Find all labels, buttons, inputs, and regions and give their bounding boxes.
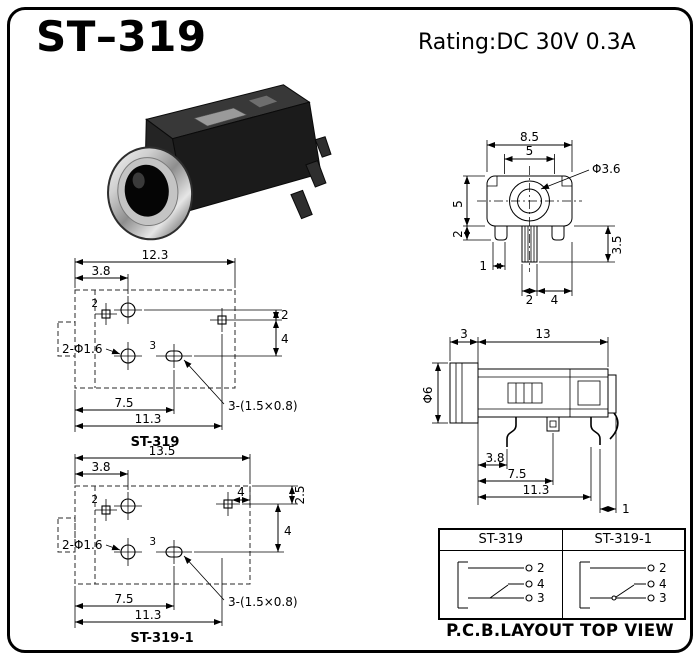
dim-bottom-right: 4 bbox=[551, 293, 559, 307]
dim-body-length: 13 bbox=[535, 327, 550, 341]
dim-right-top: 2 bbox=[281, 308, 289, 322]
jack-symbol bbox=[579, 561, 591, 609]
pin bbox=[314, 136, 332, 158]
dim-pin-offset-3: 11.3 bbox=[523, 483, 550, 497]
dimension-lines bbox=[74, 454, 298, 628]
connector-pins bbox=[506, 412, 619, 447]
dim-bottom-mid: 2 bbox=[526, 293, 534, 307]
dim-pin-offset-1: 3.8 bbox=[485, 451, 504, 465]
schematic-table: ST-319 ST-319-1 2 4 3 bbox=[438, 528, 686, 620]
solder-pads bbox=[95, 492, 240, 566]
dim-barrel-diameter: Φ6 bbox=[421, 386, 435, 403]
slots-label: 3-(1.5×0.8) bbox=[228, 595, 298, 609]
dim-top-width: 8.5 bbox=[520, 130, 539, 144]
dim-body-height: 5 bbox=[451, 200, 465, 208]
pin-number-4: 4 bbox=[537, 577, 545, 591]
pin-number-2: 2 bbox=[537, 561, 545, 575]
dimension-lines bbox=[432, 337, 617, 513]
component-outline bbox=[57, 289, 236, 389]
dim-bottom-2: 11.3 bbox=[135, 608, 162, 622]
dimension-labels: 13.5 3.8 2 4 2.5 4 2-Φ1.6 3 7.5 11.3 3-(… bbox=[62, 444, 307, 646]
drawing-caption-st319: ST-319 bbox=[131, 435, 180, 450]
pin-number-3: 3 bbox=[659, 591, 667, 605]
pin3-label: 3 bbox=[149, 340, 156, 352]
dim-total-width: 12.3 bbox=[142, 248, 169, 262]
dimension-labels: 12.3 3.8 2 2 4 2-Φ1.6 3 7.5 11.3 3-(1.5×… bbox=[62, 248, 298, 450]
pcb-layout-st319: 12.3 3.8 2 2 4 2-Φ1.6 3 7.5 11.3 3-(1.5×… bbox=[57, 248, 298, 450]
pin-number-4: 4 bbox=[659, 577, 667, 591]
dim-bottom-left: 1 bbox=[479, 259, 487, 273]
solder-pads bbox=[95, 296, 232, 370]
jack-schematic-st319: 2 4 3 bbox=[457, 561, 545, 609]
dim-bottom-1: 7.5 bbox=[114, 592, 133, 606]
dim-pad-right: 4 bbox=[237, 485, 245, 499]
dim-bottom-2: 11.3 bbox=[135, 412, 162, 426]
pin-number-3: 3 bbox=[537, 591, 545, 605]
dimension-lines bbox=[463, 140, 615, 296]
drawing-caption-st319-1: ST-319-1 bbox=[130, 631, 193, 646]
pin2-label: 2 bbox=[91, 298, 98, 310]
centerlines bbox=[477, 166, 582, 272]
dim-barrel-length: 3 bbox=[460, 327, 468, 341]
dim-offset: 3.8 bbox=[91, 264, 110, 278]
dim-right-depth: 3.5 bbox=[610, 235, 624, 254]
holes-label: 2-Φ1.6 bbox=[62, 538, 103, 552]
schematic-col-header-st319: ST-319 bbox=[440, 530, 563, 550]
product-photo bbox=[107, 84, 332, 241]
dimension-lines bbox=[74, 258, 282, 432]
dim-hole-diameter: Φ3.6 bbox=[592, 162, 621, 176]
pin bbox=[305, 160, 327, 188]
schematic-col-header-st319-1: ST-319-1 bbox=[594, 532, 652, 547]
pcb-layout-st319-1: 13.5 3.8 2 4 2.5 4 2-Φ1.6 3 7.5 11.3 3-(… bbox=[57, 444, 307, 646]
dim-right-side: 4 bbox=[284, 524, 292, 538]
schematic-table-body: 2 4 3 2 4 3 bbox=[440, 551, 684, 618]
dim-left-lower: 2 bbox=[451, 230, 465, 238]
jack-symbol bbox=[457, 561, 468, 609]
dim-pad-top: 2.5 bbox=[293, 485, 307, 504]
dim-bottom-1: 7.5 bbox=[114, 396, 133, 410]
dim-offset: 3.8 bbox=[91, 460, 110, 474]
side-view-drawing: 3 13 Φ6 3.8 7.5 11.3 1 bbox=[421, 327, 630, 516]
connector-side-profile bbox=[449, 362, 617, 424]
front-view-drawing: 8.5 5 Φ3.6 5 2 3.5 1 2 4 bbox=[451, 130, 624, 307]
slots-label: 3-(1.5×0.8) bbox=[228, 399, 298, 413]
top-detail-2 bbox=[248, 95, 278, 108]
jack-schematic-st319-1: 2 4 3 bbox=[579, 561, 667, 609]
dim-right-side: 4 bbox=[281, 332, 289, 346]
pcb-layout-caption: P.C.B.LAYOUT TOP VIEW bbox=[446, 621, 674, 640]
schematic-cell-st319: 2 4 3 bbox=[440, 551, 563, 618]
pin bbox=[290, 189, 313, 220]
pin-number-2: 2 bbox=[659, 561, 667, 575]
dim-total-width: 13.5 bbox=[149, 444, 176, 458]
top-detail bbox=[193, 107, 248, 127]
dim-inner-width: 5 bbox=[526, 144, 534, 158]
schematic-cell-st319-1: 2 4 3 bbox=[563, 551, 685, 618]
dimension-labels: 3 13 Φ6 3.8 7.5 11.3 1 bbox=[421, 327, 630, 516]
pin2-label: 2 bbox=[91, 494, 98, 506]
sheet-border bbox=[7, 7, 693, 653]
part-title: ST–319 bbox=[36, 12, 207, 61]
dim-right-gap: 1 bbox=[622, 502, 630, 516]
connector-photo bbox=[107, 84, 332, 241]
holes-label: 2-Φ1.6 bbox=[62, 342, 103, 356]
dimension-labels: 8.5 5 Φ3.6 5 2 3.5 1 2 4 bbox=[451, 130, 624, 307]
rating-text: Rating:DC 30V 0.3A bbox=[418, 30, 636, 55]
jack-body-front bbox=[486, 175, 573, 263]
schematic-table-header: ST-319 ST-319-1 bbox=[440, 530, 684, 551]
dim-pin-offset-2: 7.5 bbox=[507, 467, 526, 481]
component-outline bbox=[57, 485, 251, 585]
pin3-label: 3 bbox=[149, 536, 156, 548]
